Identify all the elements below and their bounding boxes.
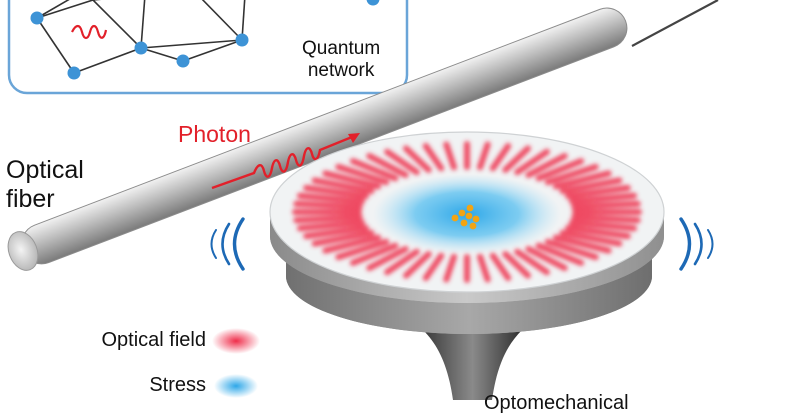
optical-field-lobe	[502, 145, 531, 173]
optical-field-lobe	[544, 238, 599, 261]
optical-field-lobe	[525, 153, 568, 178]
fiber-extension-line	[631, 0, 719, 47]
optical-field-ring	[292, 141, 642, 283]
optical-field-lobe	[349, 158, 399, 182]
optical-field-lobe	[565, 225, 631, 240]
optical-field-lobe	[311, 177, 375, 195]
optical-field-lobe	[502, 251, 531, 279]
network-nodes	[30, 0, 380, 80]
optical-field-lobe	[422, 252, 445, 281]
vibration-arc-left	[232, 217, 245, 271]
optical-field-lobe	[297, 219, 366, 232]
optical-field-lobe	[293, 200, 363, 210]
optical-field-lobe	[384, 248, 420, 276]
network-node	[235, 33, 249, 47]
atom	[465, 212, 473, 220]
optical-field-lobe	[525, 246, 568, 271]
vibration-arc-right	[679, 217, 692, 271]
atom	[460, 219, 468, 227]
optical-field-lobe	[559, 229, 623, 247]
atom	[451, 214, 459, 222]
optical-field-lobe	[443, 141, 457, 171]
photon-wave	[211, 133, 360, 190]
optical-field-lobe	[366, 246, 409, 271]
legend-stress-label: Stress	[149, 374, 206, 396]
vibration-arc-left	[221, 222, 231, 266]
atom	[472, 215, 480, 223]
optical-field-lobe	[544, 163, 599, 186]
optomechanical-label: Optomechanical	[484, 392, 629, 414]
optical-field-lobe	[477, 253, 491, 283]
optical-field-lobe	[571, 200, 641, 210]
optical-field-lobe	[335, 163, 390, 186]
optical-field-lobe	[535, 242, 585, 266]
quantum-network-panel	[7, 0, 409, 95]
optomechanical-disk	[269, 131, 665, 334]
optical-field-lobe	[422, 143, 445, 172]
legend-optical-swatch	[212, 328, 260, 354]
network-links	[36, 0, 246, 74]
photon-label: Photon	[178, 121, 251, 147]
optical-field-lobe	[559, 177, 623, 195]
optical-field-lobe	[335, 238, 390, 261]
optical-field-lobe	[489, 252, 512, 281]
optical-field-lobe	[403, 145, 432, 173]
network-node	[176, 54, 190, 68]
optical-field-lobe	[568, 219, 637, 232]
network-node	[134, 41, 148, 55]
optomechanical-diagram	[7, 0, 719, 400]
network-photon-wave	[71, 24, 108, 40]
optical-field-lobe	[489, 143, 512, 172]
optical-field-lobe	[568, 192, 637, 205]
optical-field-lobe	[552, 234, 612, 254]
optical-field-lobe	[514, 248, 550, 276]
pedestal-stem	[423, 330, 522, 400]
optical-field-lobe	[322, 170, 382, 190]
fiber-end-face	[7, 231, 39, 271]
vibration-arcs	[210, 217, 714, 271]
optical-field-lobe	[322, 234, 382, 254]
optical-field-lobe	[443, 253, 457, 283]
optical-field-lobe	[514, 148, 550, 176]
vibration-arc-right	[707, 229, 714, 259]
optical-field-lobe	[311, 229, 375, 247]
atom	[458, 209, 466, 217]
optical-field-lobe	[477, 141, 491, 171]
legend-stress-swatch	[214, 374, 258, 398]
vibration-arc-left	[210, 229, 217, 259]
atom	[469, 222, 477, 230]
optical-field-lobe	[297, 192, 366, 205]
network-node	[366, 0, 380, 6]
optical-field-lobe	[303, 225, 369, 240]
photon-wave-path	[211, 135, 353, 190]
atoms	[451, 204, 480, 230]
network-node	[30, 11, 44, 25]
network-node	[67, 66, 81, 80]
optical-field-lobe	[565, 184, 631, 199]
optical-field-lobe	[403, 251, 432, 279]
quantum-network-label: Quantum network	[302, 38, 381, 81]
optical-field-lobe	[293, 214, 363, 224]
optical-field-lobe	[535, 158, 585, 182]
network-box	[7, 0, 409, 95]
optical-field-lobe	[552, 170, 612, 190]
optical-field-lobe	[571, 214, 641, 224]
vibration-arc-right	[693, 222, 703, 266]
optical-field-lobe	[303, 184, 369, 199]
optical-field-lobe	[384, 148, 420, 176]
optical-fiber-label: Optical fiber	[6, 156, 84, 213]
optical-field-lobe	[366, 153, 409, 178]
photon-arrowhead	[348, 133, 360, 143]
optical-field-lobe	[349, 242, 399, 266]
legend-optical-field-label: Optical field	[101, 329, 207, 351]
atom	[466, 204, 474, 212]
